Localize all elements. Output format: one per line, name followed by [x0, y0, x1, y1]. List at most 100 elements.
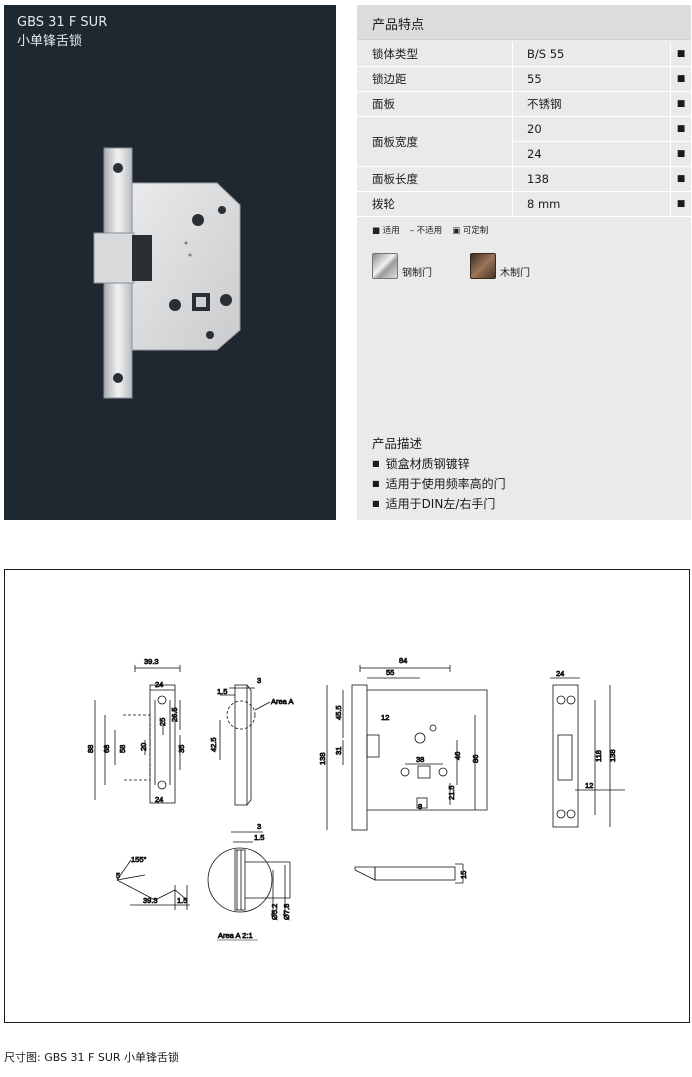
faceplate-front-view — [550, 677, 625, 828]
legend-not-applicable: – 不适用 — [409, 226, 443, 236]
description-list: ■锁盒材质钢镀锌 ■适用于使用频率高的门 ■适用于DIN左/右手门 — [372, 454, 506, 514]
door-types: 钢制门 木制门 — [372, 253, 530, 279]
dim-label: Area A — [271, 697, 294, 706]
faceplate-side-view — [219, 684, 271, 806]
features-header: 产品特点 — [357, 5, 691, 40]
dim-label: 138 — [608, 749, 617, 762]
dim-label: 55 — [386, 668, 394, 677]
door-type-label: 木制门 — [500, 268, 530, 279]
lock-body-view — [326, 665, 488, 831]
dim-label: 26.5 — [170, 707, 179, 722]
spec-name: 拨轮 — [357, 192, 513, 216]
dim-label: 42.5 — [209, 737, 218, 752]
product-code: GBS 31 F SUR — [17, 15, 108, 30]
spec-name: 面板宽度 — [357, 117, 513, 166]
dim-label: 12 — [585, 781, 593, 790]
spec-row: 锁体类型 B/S 55 ■ — [357, 42, 691, 67]
door-type-wood: 木制门 — [470, 253, 530, 279]
mortise-lock-illustration — [93, 147, 241, 399]
dim-label: 20 — [139, 743, 148, 751]
available-mark: ■ — [670, 142, 691, 166]
legend-applicable: ■ 适用 — [372, 226, 400, 236]
spec-row: 面板 不锈钢 ■ — [357, 92, 691, 117]
available-mark: ■ — [670, 92, 691, 116]
dim-label: 24 — [155, 680, 163, 689]
bullet-icon: ■ — [372, 459, 380, 468]
wood-door-icon — [470, 253, 496, 279]
latch-profile-view — [94, 665, 181, 804]
list-item: ■适用于使用频率高的门 — [372, 474, 506, 494]
steel-door-icon — [372, 253, 398, 279]
dim-label: 58 — [118, 745, 127, 753]
dim-label: 155° — [131, 855, 147, 864]
latch-angle-view — [116, 859, 190, 910]
dim-label: 24 — [556, 669, 564, 678]
spec-value: 24 — [527, 147, 542, 161]
dim-label: 138 — [318, 752, 327, 765]
spec-value: B/S 55 — [527, 47, 565, 61]
dim-label: 25 — [158, 718, 167, 726]
description-title: 产品描述 — [372, 436, 423, 451]
available-mark: ■ — [670, 67, 691, 91]
list-item: ■锁盒材质钢镀锌 — [372, 454, 506, 474]
dim-label: 12 — [381, 713, 389, 722]
product-name: 小单锋舌锁 — [17, 34, 83, 49]
spec-name: 面板长度 — [357, 167, 513, 191]
spec-value: 55 — [527, 72, 542, 86]
dim-label: 5 — [116, 871, 120, 880]
dim-label: 86 — [471, 755, 480, 763]
door-type-steel: 钢制门 — [372, 253, 432, 279]
bullet-icon: ■ — [372, 479, 380, 488]
spec-name: 面板 — [357, 92, 513, 116]
spec-table: 锁体类型 B/S 55 ■ 锁边距 55 ■ 面板 不锈钢 ■ 面板宽度 20 ■ 24… — [357, 42, 691, 217]
spec-name: 锁边距 — [357, 67, 513, 91]
spec-value: 138 — [527, 172, 549, 186]
dim-label: 39.3 — [144, 657, 159, 666]
dim-label: 15 — [459, 871, 468, 879]
spec-row: 锁边距 55 ■ — [357, 67, 691, 92]
features-panel: 产品特点 锁体类型 B/S 55 ■ 锁边距 55 ■ 面板 不锈钢 ■ 面板宽度 2… — [357, 5, 691, 520]
spec-row: 面板宽度 20 ■ 24 ■ — [357, 117, 691, 167]
dim-label: 88 — [86, 745, 95, 753]
spindle-view — [354, 863, 464, 884]
door-type-label: 钢制门 — [402, 268, 432, 279]
available-mark: ■ — [670, 192, 691, 216]
dim-label: 8 — [418, 802, 422, 811]
dim-label: 118 — [594, 750, 603, 762]
dim-label: 21.5 — [447, 785, 456, 800]
dim-label: 68 — [102, 745, 111, 753]
features-title: 产品特点 — [372, 18, 425, 33]
dimension-drawing-frame: 39.3 24 26.5 35 88 68 58 20 25 24 3 1.5 … — [4, 569, 690, 1023]
dim-label: Ø7.8 — [282, 904, 291, 920]
dim-label: 45.5 — [334, 705, 343, 720]
dim-label: 3 — [257, 822, 261, 831]
available-mark: ■ — [670, 167, 691, 191]
dimension-drawing: 39.3 24 26.5 35 88 68 58 20 25 24 3 1.5 … — [86, 656, 625, 940]
dim-label: 38 — [416, 755, 424, 764]
drawing-caption: 尺寸图: GBS 31 F SUR 小单锋舌锁 — [4, 1051, 180, 1064]
dim-label: 24 — [155, 795, 163, 804]
spec-value: 20 — [527, 122, 542, 136]
dim-label: 1.5 — [217, 687, 227, 696]
available-mark: ■ — [670, 42, 691, 66]
legend-customizable: ▣ 可定制 — [452, 226, 489, 236]
product-image-panel: GBS 31 F SUR 小单锋舌锁 — [4, 5, 336, 520]
dim-label: 46 — [453, 752, 462, 760]
spec-row: 面板长度 138 ■ — [357, 167, 691, 192]
dim-label: 31 — [334, 747, 343, 755]
list-item: ■适用于DIN左/右手门 — [372, 494, 506, 514]
dim-label: Area A 2:1 — [218, 931, 253, 940]
dim-label: Ø5.2 — [270, 904, 279, 920]
dim-label: 39.3 — [143, 896, 158, 905]
bullet-icon: ■ — [372, 499, 380, 508]
availability-legend: ■ 适用 – 不适用 ▣ 可定制 — [372, 224, 488, 236]
area-a-detail-view — [207, 831, 291, 915]
dim-label: 1.5 — [177, 896, 187, 905]
spec-name: 锁体类型 — [357, 42, 513, 66]
spec-value: 不锈钢 — [527, 97, 562, 111]
spec-value: 8 mm — [527, 197, 561, 211]
dim-label: 3 — [257, 676, 261, 685]
dim-label: 84 — [399, 656, 407, 665]
available-mark: ■ — [670, 117, 691, 141]
dim-label: 1.5 — [254, 833, 264, 842]
